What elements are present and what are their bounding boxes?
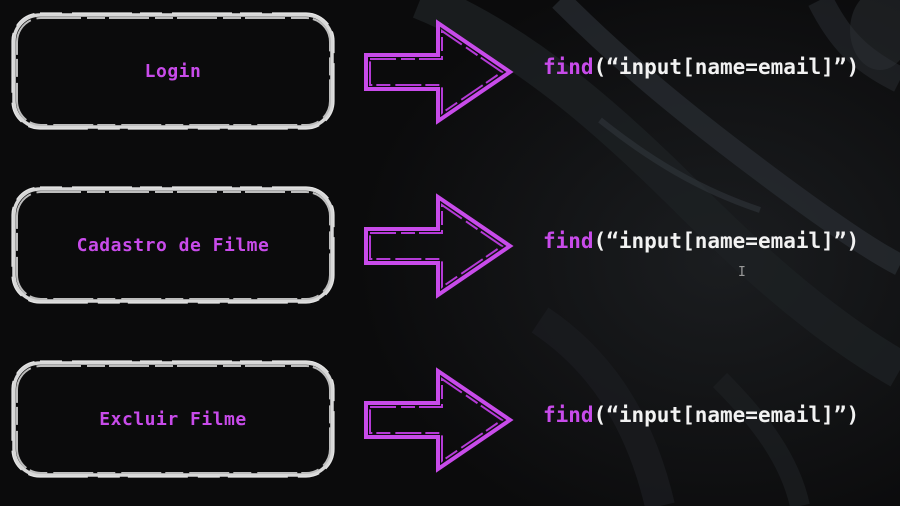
right-arrow-icon — [364, 193, 514, 299]
step-label: Cadastro de Filme — [76, 234, 270, 256]
right-arrow-icon — [364, 19, 514, 125]
code-arguments: (“input[name=email]”) — [593, 229, 860, 253]
brush-frame — [11, 360, 335, 478]
step-label: Excluir Filme — [99, 408, 247, 430]
step-box-excluir: Excluir Filme — [8, 357, 338, 481]
step-box-cadastro: Cadastro de Filme — [8, 183, 338, 307]
step-label: Login — [144, 60, 202, 82]
code-snippet: find(“input[name=email]”) — [543, 403, 859, 427]
code-function: find — [543, 229, 594, 253]
code-function: find — [543, 55, 594, 79]
code-snippet: find(“input[name=email]”) — [543, 229, 859, 253]
code-snippet: find(“input[name=email]”) — [543, 55, 859, 79]
text-cursor-icon: I — [738, 265, 746, 280]
code-arguments: (“input[name=email]”) — [593, 403, 860, 427]
brush-frame — [11, 12, 335, 130]
right-arrow-icon — [364, 367, 514, 473]
step-row-cadastro: Cadastro de Filme find(“input[name=email… — [0, 179, 900, 309]
code-arguments: (“input[name=email]”) — [593, 55, 860, 79]
step-row-login: Login find(“input[name=email]”) — [0, 5, 900, 135]
brush-frame — [11, 186, 335, 304]
step-row-excluir: Excluir Filme find(“input[name=email]”) — [0, 353, 900, 483]
step-box-login: Login — [8, 9, 338, 133]
code-function: find — [543, 403, 594, 427]
